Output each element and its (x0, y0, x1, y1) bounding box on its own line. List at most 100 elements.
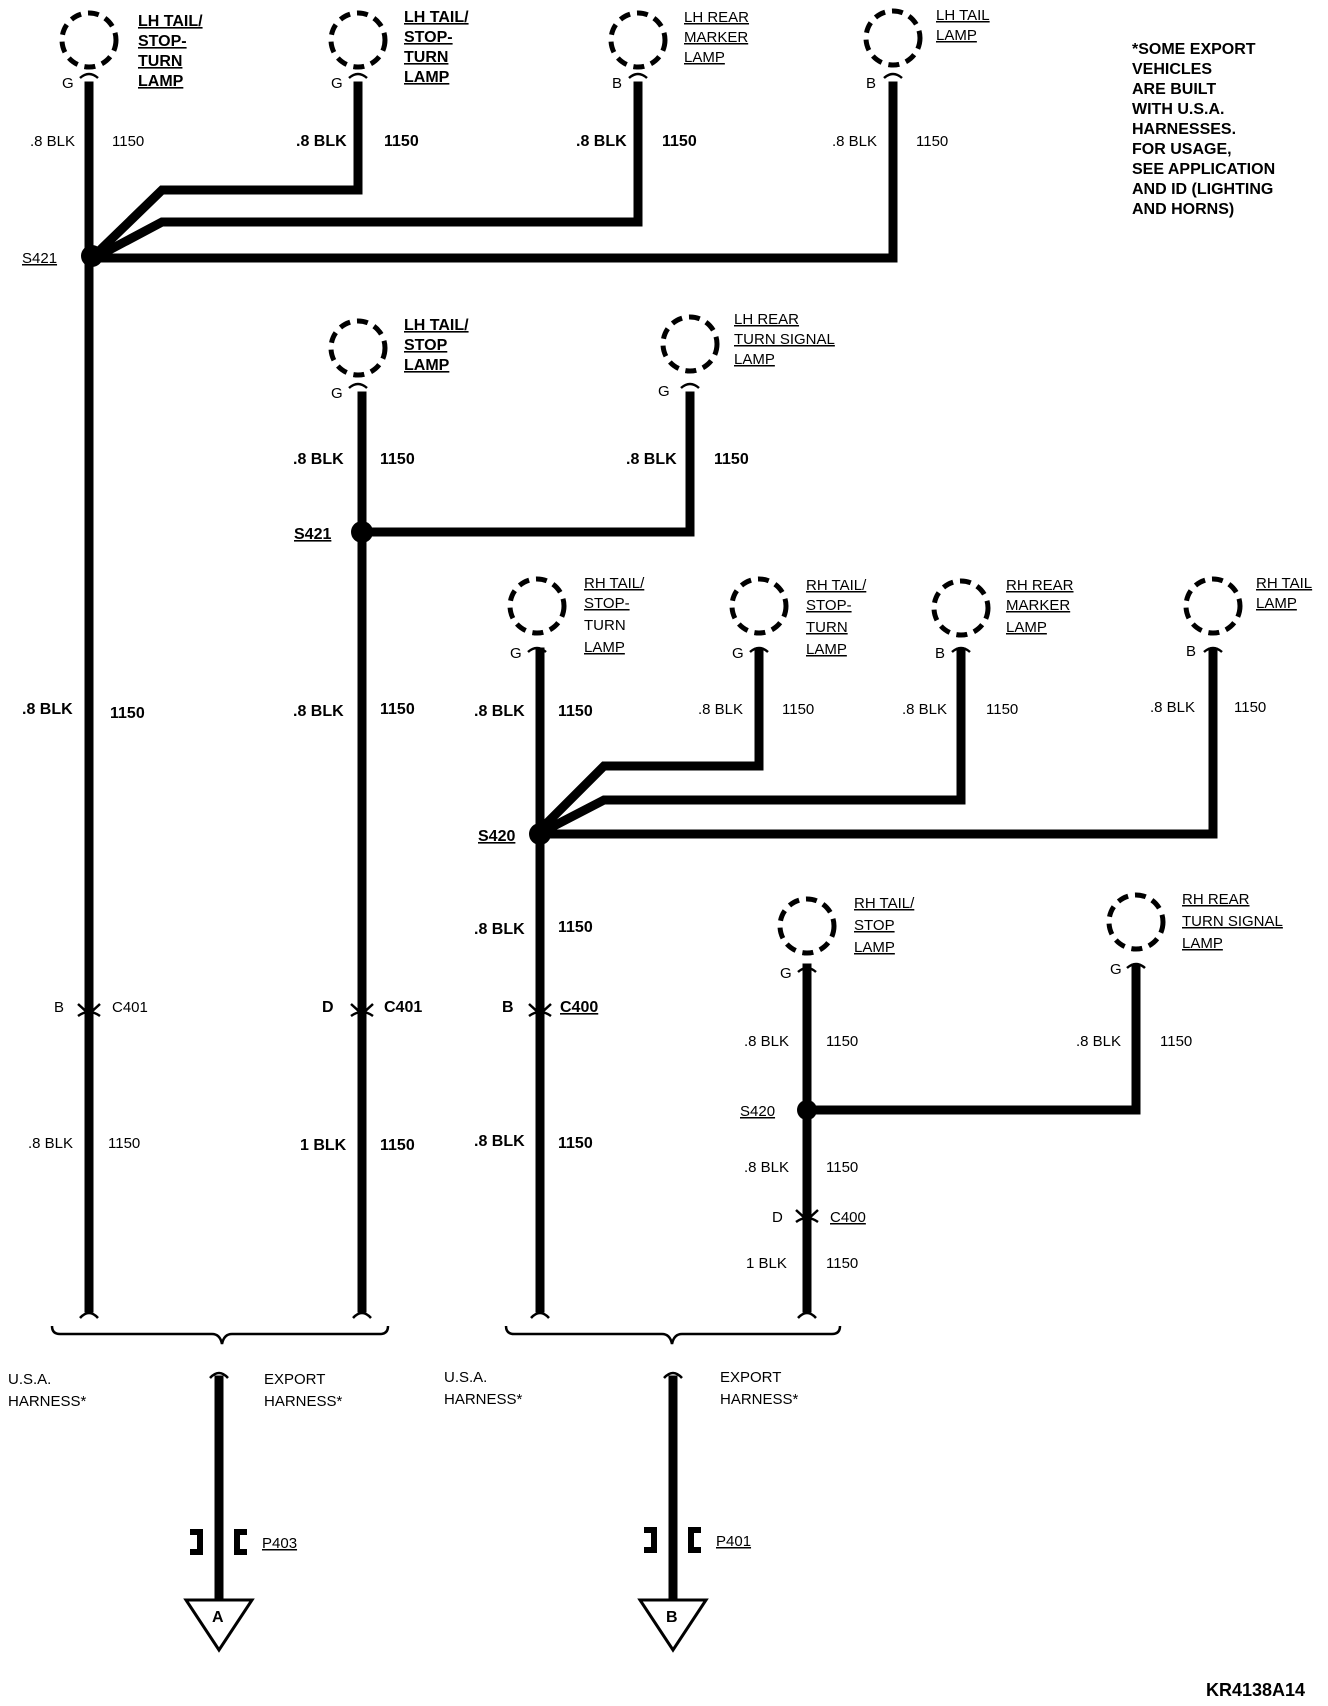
wire-gauge-col1-mid: .8 BLK (22, 701, 73, 718)
lamp-rh-rear-marker: B RH REAR MARKER LAMP .8 BLK 1150 (902, 577, 1074, 718)
lamp-label-2: LAMP (1256, 595, 1297, 612)
wire-circuit-col3-mid: 1150 (558, 919, 593, 936)
lamp-symbol (863, 8, 923, 68)
note-line-2: VEHICLES (1132, 61, 1212, 78)
wire-circuit: 1150 (714, 451, 749, 468)
terminal-triangle (183, 1598, 255, 1653)
wire-gauge-col1-low: .8 BLK (28, 1135, 73, 1152)
lamp-pin: B (866, 75, 876, 92)
wire-lamp4-to-s421 (87, 81, 898, 263)
wire-circuit-col1-low: 1150 (108, 1135, 140, 1152)
lamp-pin: G (658, 383, 670, 400)
connector-pin: B (54, 999, 64, 1016)
wire-circuit-col2-low: 1150 (380, 1137, 415, 1154)
usa-harness-right-2: HARNESS* (444, 1391, 523, 1408)
lamp-lh-tail: B LH TAIL LAMP .8 BLK 1150 (832, 7, 990, 150)
lamp-label-4: LAMP (404, 69, 450, 86)
lamp-terminal (680, 382, 700, 389)
plug-bracket-left (190, 1529, 203, 1555)
terminal-letter: A (212, 1609, 224, 1626)
wire-lamp2-to-s421 (89, 81, 363, 261)
connector-arc (350, 1010, 374, 1018)
wire-circuit-col3-low: 1150 (558, 1135, 593, 1152)
lamp-lh-tail-stop-turn-2: G LH TAIL/ STOP- TURN LAMP .8 BLK 1150 (296, 9, 469, 150)
lamp-symbol (328, 10, 388, 70)
wire-circuit: 1150 (986, 701, 1018, 718)
wire-gauge: .8 BLK (1076, 1033, 1121, 1050)
lamp-pin: G (331, 385, 343, 402)
splice-label: S420 (478, 828, 515, 845)
lamp-symbol (660, 314, 720, 374)
connector-c400-b: B C400 (502, 999, 598, 1018)
usa-harness-left-1: U.S.A. (8, 1371, 51, 1388)
plug-bracket-right (688, 1527, 701, 1553)
wire-gauge: .8 BLK (1150, 699, 1195, 716)
lamp-label-3: LAMP (854, 939, 895, 956)
splice-s421-middle: S421 (294, 521, 373, 543)
connector-c401-d: D C401 (322, 999, 422, 1018)
wire-circuit: 1150 (916, 133, 948, 150)
wire-gauge: .8 BLK (296, 133, 347, 150)
figure-id: KR4138A14 (1206, 1680, 1305, 1700)
lamp-label-1: RH TAIL/ (584, 575, 645, 592)
wire-gauge: .8 BLK (576, 133, 627, 150)
connector-pin: D (772, 1209, 783, 1226)
lamp-symbol (729, 576, 789, 636)
harness-brace-left (50, 1325, 390, 1345)
lamp-label-1: RH TAIL/ (806, 577, 867, 594)
wire-rh-lamp4-to-s420 (535, 647, 1218, 839)
lamp-label-2: STOP- (404, 29, 453, 46)
connector-chevron (350, 1003, 374, 1016)
lamp-label-1: RH TAIL/ (854, 895, 915, 912)
note-line-4: WITH U.S.A. (1132, 101, 1224, 118)
lamp-pin: B (612, 75, 622, 92)
wire-circuit: 1150 (380, 451, 415, 468)
lamp-lh-tail-stop: G LH TAIL/ STOP LAMP .8 BLK 1150 (293, 317, 469, 468)
wire-gauge: .8 BLK (474, 703, 525, 720)
lamp-label-3: LAMP (734, 351, 775, 368)
lamp-pin: G (331, 75, 343, 92)
lamp-label-2: STOP- (584, 595, 630, 612)
lamp-label-3: LAMP (404, 357, 450, 374)
splice-label: S421 (22, 250, 57, 267)
lamp-rh-tail: B RH TAIL LAMP .8 BLK 1150 (1150, 575, 1312, 716)
connector-pin: B (502, 999, 514, 1016)
output-wire-a: P403 A (183, 1371, 297, 1653)
lamp-label-1: LH REAR (684, 9, 749, 26)
connector-chevron (77, 1003, 101, 1016)
note-line-7: SEE APPLICATION (1132, 161, 1275, 178)
lamp-lh-rear-marker: B LH REAR MARKER LAMP .8 BLK 1150 (576, 9, 749, 150)
wire-rh-lamp3-to-s420 (539, 647, 966, 837)
lamp-label-2: STOP (404, 337, 448, 354)
lamp-label-1: LH TAIL (936, 7, 990, 24)
lamp-terminal (628, 72, 648, 79)
export-harness-left-1: EXPORT (264, 1371, 325, 1388)
lamp-label-1: RH TAIL (1256, 575, 1312, 592)
plug-label: P401 (716, 1533, 751, 1550)
splice-label: S421 (294, 526, 331, 543)
connector-name: C401 (384, 999, 422, 1016)
wire-circuit: 1150 (826, 1033, 858, 1050)
terminal-triangle (637, 1598, 709, 1653)
export-note: *SOME EXPORT VEHICLES ARE BUILT WITH U.S… (1132, 41, 1275, 218)
connector-chevron (795, 1209, 819, 1222)
lamp-symbol (1183, 576, 1243, 636)
wire-gauge: .8 BLK (902, 701, 947, 718)
wire-circuit: 1150 (384, 133, 419, 150)
lamp-pin: G (510, 645, 522, 662)
lamp-rh-tail-stop: G RH TAIL/ STOP LAMP .8 BLK 1150 (744, 895, 915, 1050)
lamp-pin: G (1110, 961, 1122, 978)
lamp-symbol (608, 10, 668, 70)
lamp-label-1: LH REAR (734, 311, 799, 328)
connector-c400-d: D C400 (772, 1209, 866, 1226)
lamp-label-1: LH TAIL/ (138, 13, 203, 30)
note-line-9: AND HORNS) (1132, 201, 1234, 218)
lamp-label-2: LAMP (936, 27, 977, 44)
lamp-label-1: RH REAR (1182, 891, 1250, 908)
connector-arc (77, 1010, 101, 1018)
note-line-6: FOR USAGE, (1132, 141, 1232, 158)
lamp-terminal (883, 72, 903, 79)
wire-circuit: 1150 (782, 701, 814, 718)
brace-shape (504, 1325, 842, 1345)
lamp-label-3: LAMP (1182, 935, 1223, 952)
